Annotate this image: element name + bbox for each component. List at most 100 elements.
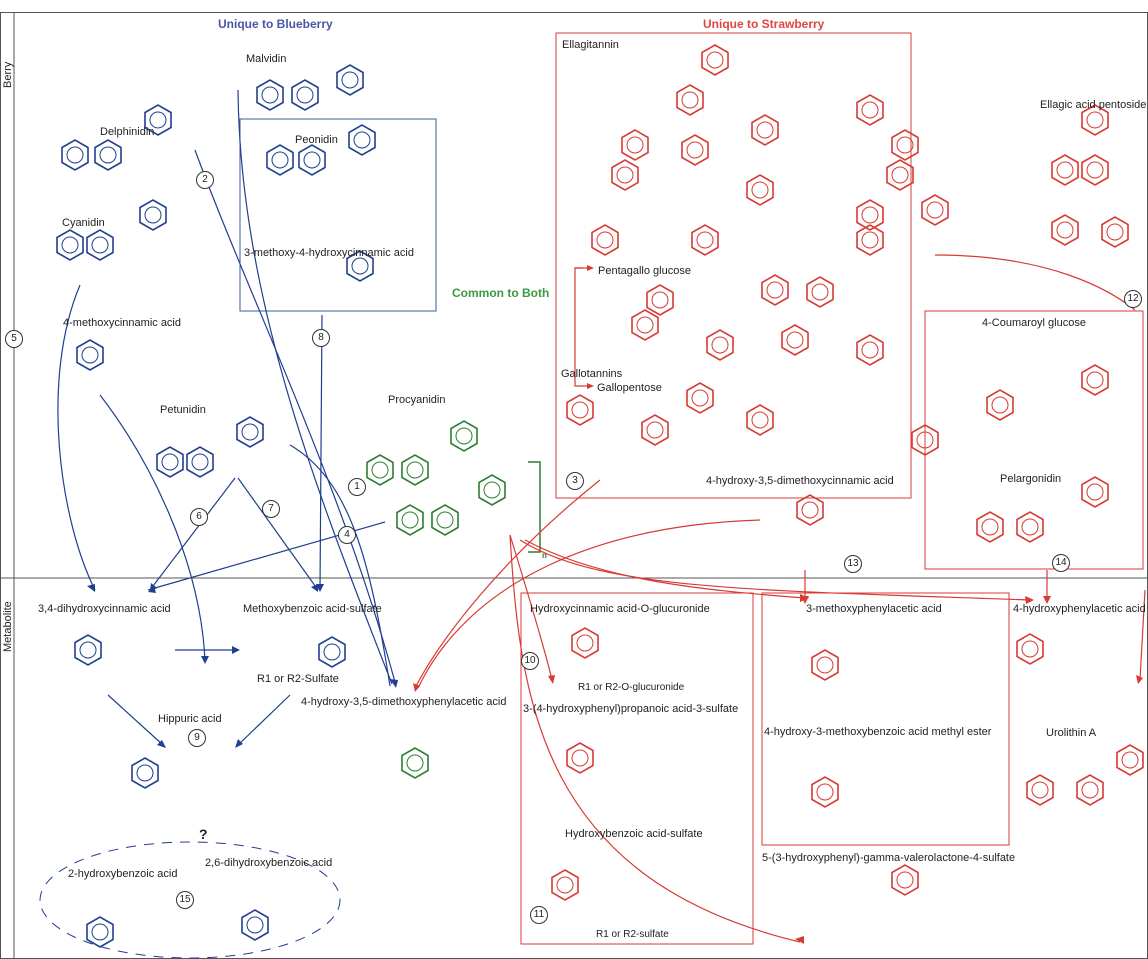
molecule-ring [591,224,619,256]
molecule-ring [811,776,839,808]
pathway-number-4: 4 [338,526,356,544]
aromatic-circle [646,421,664,439]
aromatic-circle [616,166,634,184]
label-r1-r2-sulfate: R1 or R2-Sulfate [257,673,339,685]
pathway-number-1: 1 [348,478,366,496]
molecule-ring [256,79,284,111]
label-coumaroyl-glucose: 4-Coumaroyl glucose [982,317,1086,329]
pathway-number-8: 8 [312,329,330,347]
aromatic-circle [61,236,79,254]
molecule-ring [156,446,184,478]
molecule-ring [336,64,364,96]
aromatic-circle [896,871,914,889]
molecule-ring [691,224,719,256]
aromatic-circle [1106,223,1124,241]
label-peonidin: Peonidin [295,134,338,146]
molecule-ring [571,627,599,659]
molecule-ring [856,199,884,231]
red-arrows [414,254,1146,943]
molecule-ring [1051,214,1079,246]
molecule-ring [856,334,884,366]
molecule-ring [746,404,774,436]
label-dimethoxycinnamic: 4-hydroxy-3,5-dimethoxycinnamic acid [706,475,894,487]
aromatic-circle [1086,161,1104,179]
aromatic-circle [576,634,594,652]
molecule-ring [396,504,424,536]
aromatic-circle [91,236,109,254]
molecule-ring [566,742,594,774]
section-label-metabolite: Metabolite [2,601,14,652]
molecule-ring [1076,774,1104,806]
label-procyanidin: Procyanidin [388,394,446,406]
aromatic-circle [786,331,804,349]
aromatic-circle [1056,221,1074,239]
pathway-number-15: 15 [176,891,194,909]
molecule-ring [751,114,779,146]
aromatic-circle [636,316,654,334]
aromatic-circle [353,131,371,149]
aromatic-circle [161,453,179,471]
aromatic-circle [1056,161,1074,179]
pathway-number-12: 12 [1124,290,1142,308]
aromatic-circle [681,91,699,109]
label-malvidin: Malvidin [246,53,287,65]
label-petunidin: Petunidin [160,404,206,416]
molecule-ring [131,757,159,789]
molecule-ring [746,174,774,206]
aromatic-circle [811,283,829,301]
molecule-ring [886,159,914,191]
aromatic-circle [916,431,934,449]
label-propanoic-sulfate: 3-(4-hydroxyphenyl)propanoic acid-3-sulf… [523,703,739,715]
polymer-bracket [528,461,541,553]
label-dimethoxyphenylacetic: 4-hydroxy-3,5-dimethoxyphenylacetic acid [301,696,507,708]
aromatic-circle [711,336,729,354]
molecule-ring [681,134,709,166]
aromatic-circle [144,206,162,224]
molecule-ring [631,309,659,341]
molecule-ring [1026,774,1054,806]
label-pentagallo-glucose: Pentagallo glucose [598,265,691,277]
aromatic-circle [766,281,784,299]
pathway-number-14: 14 [1052,554,1070,572]
molecule-ring [781,324,809,356]
molecule-rings [56,44,1144,948]
red-boxes [520,32,1144,945]
label-pelargonidin: Pelargonidin [1000,473,1062,485]
label-ellagitannin: Ellagitannin [562,39,619,51]
molecule-ring [478,474,506,506]
header-common: Common to Both [452,286,550,300]
molecule-ring [86,916,114,948]
aromatic-circle [926,201,944,219]
molecule-ring [366,454,394,486]
aromatic-circle [246,916,264,934]
molecule-ring [646,284,674,316]
molecule-ring [139,199,167,231]
aromatic-circle [1086,483,1104,501]
molecule-ring [611,159,639,191]
aromatic-circle [1081,781,1099,799]
aromatic-circle [1031,781,1049,799]
aromatic-circle [571,401,589,419]
section-label-berry: Berry [2,61,14,88]
aromatic-circle [351,257,369,275]
pathway-number-13: 13 [844,555,862,573]
aromatic-circle [483,481,501,499]
pathway-number-6: 6 [190,508,208,526]
aromatic-circle [861,341,879,359]
molecule-ring [1051,154,1079,186]
molecule-ring [431,504,459,536]
molecule-ring [74,634,102,666]
label-r1-r2-sulfate-lower: R1 or R2-sulfate [596,929,669,940]
pathway-number-2: 2 [196,171,214,189]
aromatic-circle [1121,751,1139,769]
molecule-ring [641,414,669,446]
molecule-ring [891,864,919,896]
aromatic-circle [571,749,589,767]
molecule-ring [701,44,729,76]
aromatic-circle [81,346,99,364]
label-methyl-ester: 4-hydroxy-3-methoxybenzoic acid methyl e… [764,726,992,738]
label-methoxycinnamic: 4-methoxycinnamic acid [63,317,181,329]
label-urolithin: Urolithin A [1046,727,1097,739]
molecule-ring [796,494,824,526]
